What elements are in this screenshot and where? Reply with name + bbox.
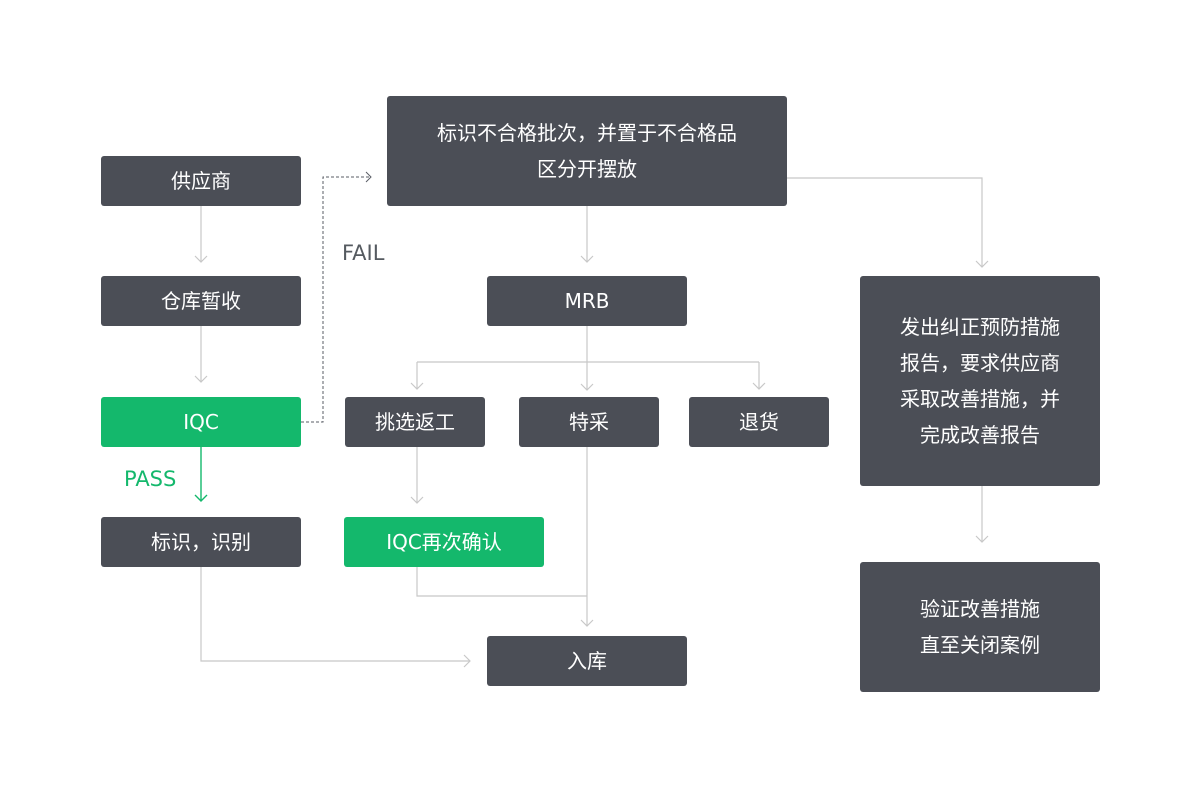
node-warehouse-temp: 仓库暂收 (101, 276, 301, 326)
node-label: 供应商 (171, 169, 231, 193)
node-label: 标识不合格批次，并置于不合格品 区分开摆放 (437, 121, 737, 181)
connector-iqc-fail (301, 176, 371, 423)
arrowhead (752, 382, 766, 390)
arrowhead (410, 382, 424, 390)
node-label: MRB (564, 289, 610, 313)
connector-mark-instock (200, 567, 470, 662)
node-label: IQC (183, 410, 219, 434)
node-label: 入库 (567, 649, 607, 673)
node-in-stock: 入库 (487, 636, 687, 686)
node-label: 标识，识别 (151, 530, 251, 554)
arrowhead (194, 375, 208, 383)
arrowhead (580, 255, 594, 263)
connector-isolate-report (787, 177, 983, 267)
node-supplier: 供应商 (101, 156, 301, 206)
node-label: IQC再次确认 (386, 530, 502, 554)
connector-iqc-confirm-instock (416, 567, 587, 597)
pass-label: PASS (124, 467, 177, 491)
node-isolate-nonconforming: 标识不合格批次，并置于不合格品 区分开摆放 (387, 96, 787, 206)
node-return-goods: 退货 (689, 397, 829, 447)
arrowhead (975, 535, 989, 543)
arrowhead (580, 619, 594, 627)
arrowhead (463, 654, 471, 668)
node-verify-close: 验证改善措施 直至关闭案例 (860, 562, 1100, 692)
node-label: 仓库暂收 (161, 289, 241, 313)
arrowhead (194, 255, 208, 263)
node-label: 退货 (739, 410, 779, 434)
node-iqc-reconfirm: IQC再次确认 (344, 517, 544, 567)
arrowhead (365, 171, 372, 183)
arrowhead (410, 496, 424, 504)
node-label: 特采 (569, 410, 609, 434)
arrowhead (975, 260, 989, 268)
arrowhead (194, 494, 208, 502)
node-iqc: IQC (101, 397, 301, 447)
node-label: 发出纠正预防措施 报告，要求供应商 采取改善措施，并 完成改善报告 (900, 315, 1060, 447)
fail-label: FAIL (342, 241, 385, 265)
node-label: 挑选返工 (375, 410, 455, 434)
node-corrective-report: 发出纠正预防措施 报告，要求供应商 采取改善措施，并 完成改善报告 (860, 276, 1100, 486)
node-mrb: MRB (487, 276, 687, 326)
node-rework: 挑选返工 (345, 397, 485, 447)
node-label: 验证改善措施 直至关闭案例 (920, 597, 1040, 657)
node-mark-identify: 标识，识别 (101, 517, 301, 567)
arrowhead (580, 383, 594, 391)
node-special-purchase: 特采 (519, 397, 659, 447)
